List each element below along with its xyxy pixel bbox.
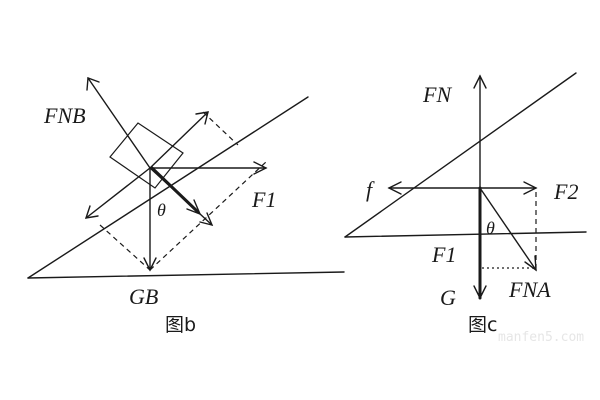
figure-c-fna-label: FNA [508,277,551,302]
figure-b-fnb-arrowhead [86,77,100,91]
figure-b-caption: 图b [165,314,196,336]
figure-c-g-arrowhead [473,285,487,300]
figure-b-down-slope-arrow [85,167,151,219]
figure-b-ground-line [27,271,345,279]
figure-c-caption: 图c [468,314,497,336]
figure-c-fna-arrow [479,187,537,271]
figure-b-inner-arrowhead [199,212,214,227]
figure-b: FNB F1 θ GB 图b [27,77,345,336]
figure-c-f2-arrowhead [523,181,538,195]
figure-c-fn-label: FN [422,82,452,107]
figure-c-incline-line [344,72,577,238]
figure-c-theta-label: θ [486,218,495,238]
figure-b-theta-label: θ [157,200,166,220]
figure-c-f1-label: F1 [431,242,456,267]
figure-c-fn-arrowhead [473,74,487,89]
figure-b-block [109,122,184,189]
figure-b-dashed-line [99,224,151,271]
figure-b-gb-arrowhead [143,257,157,272]
figure-c-fna-arrowhead [524,255,537,272]
figure-b-up-slope-arrow [149,111,209,169]
figure-c-f2-label: F2 [553,179,578,204]
figure-b-up-slope-arrowhead [195,111,209,125]
figure-b-dashed-line [202,111,239,146]
figure-b-inner-arrow [149,167,213,226]
figure-b-f1-arrowhead [253,161,268,175]
figure-c: FN f F2 θ F1 G FNA 图c [344,72,587,336]
figure-b-fnb-arrow [87,77,151,169]
figure-c-f-arrowhead [387,181,402,195]
figure-b-incline-line [27,96,309,279]
figure-b-down-slope-arrowhead [84,205,99,219]
figure-c-g-label: G [440,285,456,310]
watermark-text: manfen5.com [498,330,584,345]
figure-b-f1-label: F1 [251,187,276,212]
figure-c-f-label: f [366,177,375,202]
figure-b-gb-label: GB [129,284,158,309]
figure-c-ground-line [344,231,587,238]
figure-b-fnb-label: FNB [43,103,86,128]
